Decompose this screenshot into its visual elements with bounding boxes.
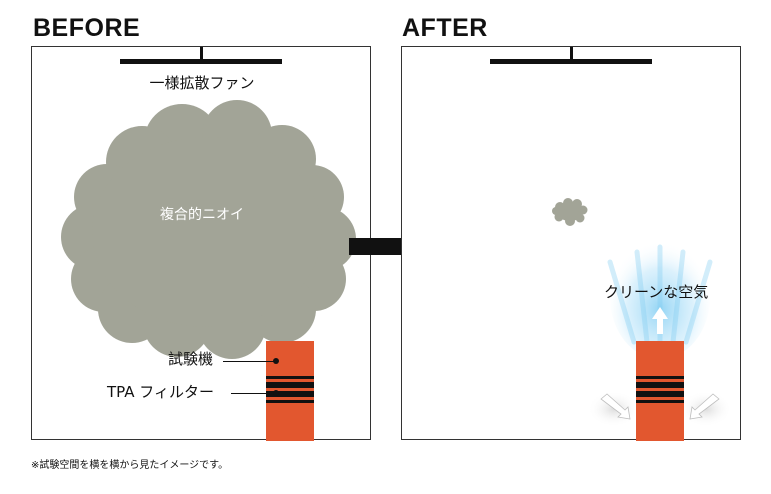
clean-air-graphics [552,198,732,427]
clean-air-arrow-icon [652,307,668,334]
intake-arrow-left-icon [600,393,631,420]
filter-line [266,376,314,379]
fan-mount-icon [570,47,573,59]
filter-line [266,382,314,388]
clean-air-label: クリーンな空気 [604,283,709,301]
footnote: ※試験空間を横を横から見たイメージです。 [31,460,229,471]
odor-label: 複合的ニオイ [160,207,244,223]
after-heading: AFTER [402,14,488,42]
before-panel: 一様拡散ファン 複合的ニオイ 試験機 TPA フィルター [31,46,371,441]
clean-air-glow [610,235,710,359]
filter-line [266,391,314,397]
filter-line [636,400,684,403]
filter-label: TPA フィルター [107,383,214,401]
device-label: 試験機 [168,350,214,368]
fan-label: 一様拡散ファン [149,74,255,92]
test-device [636,341,684,441]
filter-leader-line [231,393,276,394]
filter-line [636,376,684,379]
intake-arrow-right-icon [689,393,720,420]
filter-leader-dot [273,390,279,396]
device-leader-line [223,361,276,362]
device-leader-dot [273,358,279,364]
filter-line [266,400,314,403]
fan-mount-icon [200,47,203,59]
odor-cloud-icon [61,100,356,359]
before-heading: BEFORE [33,14,141,42]
filter-line [636,391,684,397]
diffusion-fan-icon [490,59,652,64]
residual-odor-icon [552,198,588,226]
diffusion-fan-icon [120,59,282,64]
after-panel: クリーンな空気 [401,46,741,441]
filter-line [636,382,684,388]
